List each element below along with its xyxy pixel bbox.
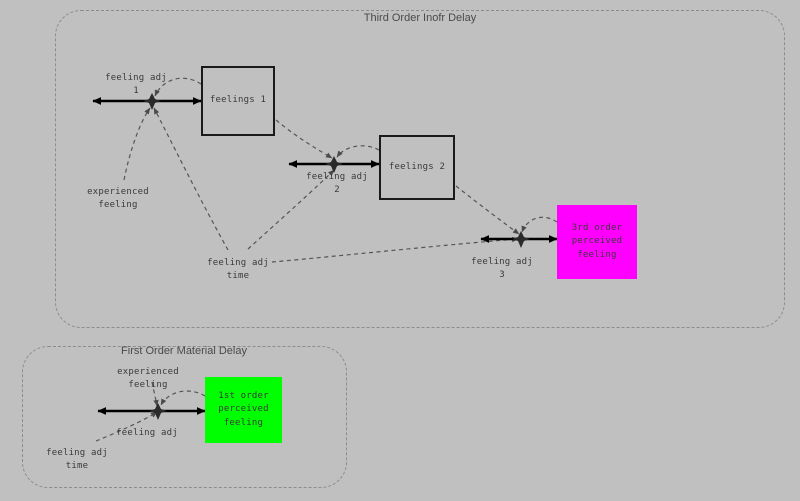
- valve-3: [512, 231, 530, 248]
- panel-first-order-title: First Order Material Delay: [121, 345, 247, 357]
- label-experienced-feeling-top[interactable]: experienced feeling: [87, 187, 149, 211]
- stock-feelings-1[interactable]: feelings 1: [201, 66, 275, 136]
- link-feelings2-to-adj3: [455, 185, 520, 235]
- valve-4: [149, 403, 167, 420]
- stock-third-order-perceived-feeling-label: 3rd order perceived feeling: [571, 223, 623, 260]
- valve-1: [143, 93, 161, 110]
- label-feeling-adj-1[interactable]: feeling adj 1: [105, 73, 167, 97]
- stock-third-order-perceived-feeling[interactable]: 3rd order perceived feeling: [557, 205, 637, 279]
- label-experienced-feeling-bottom[interactable]: experienced feeling: [117, 367, 179, 391]
- stock-feelings-2[interactable]: feelings 2: [379, 135, 455, 200]
- panel-first-order: [22, 346, 347, 488]
- link-experienced-to-adj-bottom: [151, 381, 159, 407]
- link-feelings2-to-adj2: [336, 145, 380, 158]
- stock-feelings-1-label: feelings 1: [209, 95, 267, 106]
- link-adjtime-to-adj1: [153, 107, 229, 251]
- link-1storder-to-adj-bottom: [160, 390, 206, 406]
- label-feeling-adj-bottom[interactable]: feeling adj: [116, 428, 178, 438]
- label-feeling-adj-2[interactable]: feeling adj 2: [306, 172, 368, 196]
- stock-first-order-perceived-feeling[interactable]: 1st order perceived feeling: [205, 377, 282, 443]
- link-3rdorder-to-adj3: [521, 216, 558, 233]
- label-feeling-adj-time-top[interactable]: feeling adj time: [207, 258, 269, 282]
- stock-feelings-2-label: feelings 2: [388, 161, 446, 172]
- label-feeling-adj-3[interactable]: feeling adj 3: [471, 257, 533, 281]
- link-adjtime-to-adj2: [247, 169, 335, 250]
- stock-first-order-perceived-feeling-label: 1st order perceived feeling: [218, 391, 269, 428]
- link-feelings1-to-adj2: [275, 119, 333, 159]
- flow-valves[interactable]: [143, 93, 530, 420]
- valve-2: [325, 156, 343, 173]
- panel-third-order: [55, 10, 785, 328]
- label-feeling-adj-time-bottom[interactable]: feeling adj time: [46, 448, 108, 472]
- link-experienced-to-adj1: [123, 107, 151, 181]
- panel-third-order-title: Third Order Inofr Delay: [363, 12, 477, 24]
